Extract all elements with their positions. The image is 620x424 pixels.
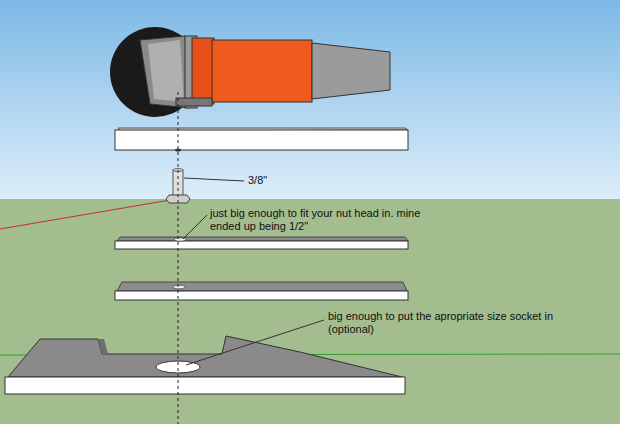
base-plate [5,336,405,394]
leader-line [183,215,207,239]
red-axis [0,199,176,229]
dimension-label: 3/8" [248,174,308,187]
ground [0,199,620,424]
leader-line [184,178,244,181]
sky [0,0,620,199]
note-label: just big enough to fit your nut head in.… [210,207,428,233]
lower-plate [115,282,408,300]
leader-line [186,320,324,365]
bolt [166,169,190,204]
top-plate [115,128,408,152]
angle-grinder [110,27,390,117]
middle-plate [115,237,408,249]
note-label: big enough to put the apropriate size so… [328,310,600,336]
center-axis [178,92,179,424]
